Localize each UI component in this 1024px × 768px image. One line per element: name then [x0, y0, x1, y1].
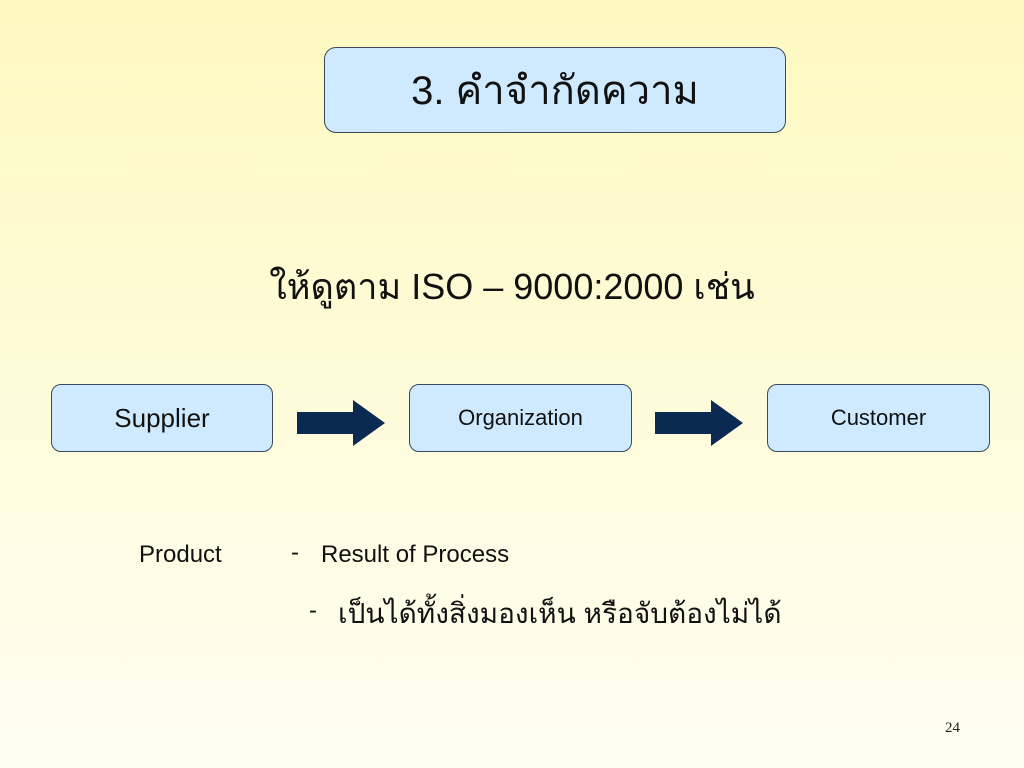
product-definition-1: Result of Process [321, 541, 510, 568]
organization-node: Organization [409, 384, 632, 452]
product-label: Product [139, 541, 222, 568]
organization-label: Organization [458, 405, 583, 430]
customer-node: Customer [767, 384, 990, 452]
page-number: 24 [945, 720, 960, 736]
slide-subtitle: ให้ดูตาม ISO – 9000:2000 เช่น [269, 266, 755, 307]
right-arrow-icon [655, 400, 743, 446]
slide-title: 3. คำจำกัดความ [411, 69, 699, 113]
supplier-node: Supplier [51, 384, 273, 452]
customer-label: Customer [830, 405, 927, 430]
product-definition-2: เป็นได้ทั้งสิ่งมองเห็น หรือจับต้องไม่ได้ [338, 598, 782, 629]
definition-dash: - [309, 597, 317, 624]
title-box: 3. คำจำกัดความ [324, 47, 786, 133]
right-arrow-icon [297, 400, 385, 446]
supplier-label: Supplier [114, 402, 210, 433]
definition-dash: - [291, 539, 299, 566]
